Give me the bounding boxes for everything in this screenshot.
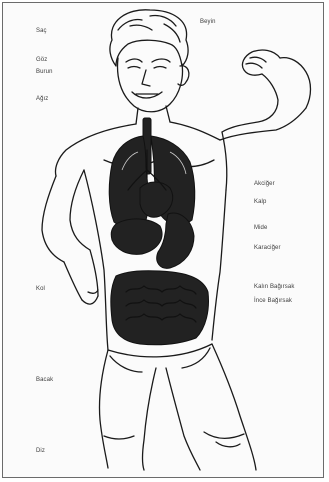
liver [111, 219, 162, 254]
label-bacak: Bacak [36, 377, 53, 384]
label-goz: Göz [36, 57, 47, 64]
label-sac: Saç [36, 28, 47, 35]
trunk-leg-lines [110, 348, 210, 372]
label-dis: Diz [36, 448, 45, 455]
left-leg-inner [143, 368, 157, 470]
label-beyin: Beyin [200, 19, 216, 26]
waist [108, 344, 212, 357]
hair-outline [110, 10, 188, 66]
label-mide: Mide [254, 225, 267, 232]
hair-strands [118, 15, 180, 42]
face-outline [118, 58, 183, 112]
label-kalp: Kalp [254, 199, 266, 206]
torso-right-side [212, 190, 226, 340]
right-knee [204, 432, 244, 447]
right-fist-fingers [246, 57, 266, 68]
right-shoulder [170, 122, 220, 140]
label-agiz: Ağız [36, 96, 48, 103]
torso-left-side [84, 170, 108, 350]
mouth [132, 92, 162, 98]
right-leg-outer [212, 344, 256, 470]
right-forearm [280, 58, 311, 108]
left-forearm [64, 250, 98, 300]
ear [178, 66, 189, 86]
large-intestine [111, 271, 209, 345]
right-armpit [222, 132, 227, 190]
right-leg-inner [166, 368, 200, 470]
right-biceps [222, 74, 278, 132]
label-kalin-bagirsak: Kalın Bağırsak [254, 284, 294, 291]
stomach [157, 213, 194, 268]
right-upper-arm-top [220, 108, 306, 140]
label-ince-bagirsak: İnce Bağırsak [254, 298, 292, 305]
left-leg-outer [99, 350, 108, 468]
label-kol: Kol [36, 286, 45, 293]
eyes [128, 67, 166, 69]
left-upper-arm [42, 176, 64, 262]
eyebrows [126, 59, 170, 62]
left-lung [109, 136, 148, 228]
label-burun: Burun [36, 69, 53, 76]
right-fist [242, 50, 280, 75]
label-karaciger: Karaciğer [254, 245, 281, 252]
left-hand [82, 290, 98, 304]
label-akciger: Akciğer [254, 181, 275, 188]
left-knee [104, 436, 134, 439]
nose [142, 70, 150, 86]
